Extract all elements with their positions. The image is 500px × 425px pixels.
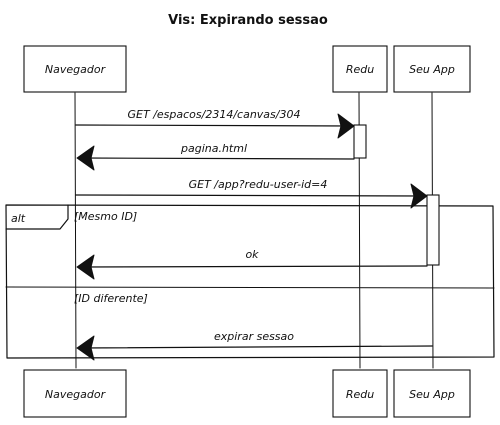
message-pagina-html: pagina.html bbox=[76, 142, 355, 171]
fragment-operator: alt bbox=[11, 212, 26, 225]
message-label: GET /app?redu-user-id=4 bbox=[189, 178, 328, 191]
participant-app-top: Seu App bbox=[393, 45, 471, 93]
participant-label: Redu bbox=[346, 63, 374, 76]
participant-app-bottom: Seu App bbox=[393, 369, 471, 418]
activation-app bbox=[426, 194, 440, 266]
participant-label: Seu App bbox=[409, 388, 455, 401]
message-get-canvas: GET /espacos/2314/canvas/304 bbox=[75, 108, 355, 139]
lifeline-navegador bbox=[74, 92, 77, 369]
message-label: ok bbox=[245, 248, 259, 261]
participant-redu-top: Redu bbox=[332, 45, 388, 93]
participant-navegador-top: Navegador bbox=[23, 45, 127, 93]
guard-mesmo-id: [Mesmo ID] bbox=[74, 210, 137, 223]
participant-label: Redu bbox=[346, 388, 374, 401]
diagram-title: Vis: Expirando sessao bbox=[168, 13, 328, 28]
activation-redu bbox=[353, 124, 367, 159]
participant-redu-bottom: Redu bbox=[332, 369, 388, 418]
guard-id-diferente: [ID diferente] bbox=[74, 292, 148, 305]
message-expirar-sessao: expirar sessao bbox=[76, 330, 433, 361]
participant-navegador-bottom: Navegador bbox=[23, 369, 127, 418]
message-label: GET /espacos/2314/canvas/304 bbox=[128, 108, 301, 121]
participant-label: Navegador bbox=[45, 388, 107, 401]
message-ok: ok bbox=[76, 248, 428, 280]
message-label: expirar sessao bbox=[214, 330, 294, 343]
alt-fragment: alt [Mesmo ID] [ID diferente] bbox=[5, 204, 495, 359]
alt-separator bbox=[5, 286, 495, 289]
message-get-app: GET /app?redu-user-id=4 bbox=[75, 178, 428, 209]
participant-label: Seu App bbox=[409, 63, 455, 76]
participant-label: Navegador bbox=[45, 63, 107, 76]
message-label: pagina.html bbox=[180, 142, 247, 155]
